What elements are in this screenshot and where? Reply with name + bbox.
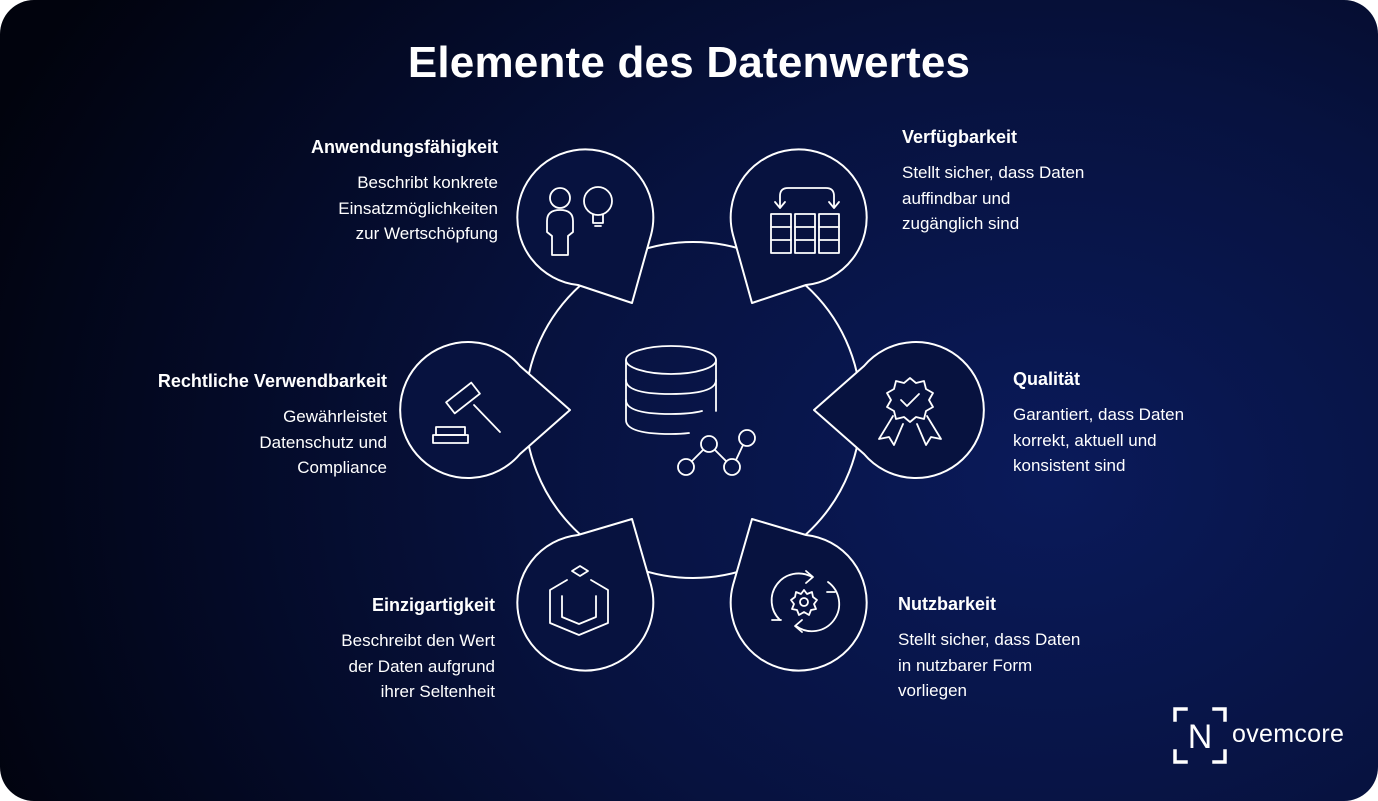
gear-cycle-icon — [770, 570, 841, 633]
element-description: Stellt sicher, dass Daten in nutzbarer F… — [898, 630, 1081, 700]
logo-letter: N — [1188, 718, 1213, 756]
petal-qualitaet — [813, 341, 985, 479]
element-rechtliche-verwendbarkeit: Rechtliche Verwendbarkeit Gewährleistet … — [120, 370, 387, 481]
person-lightbulb-icon — [546, 186, 613, 256]
gavel-icon — [432, 381, 501, 444]
petal-einzigartigkeit — [516, 518, 655, 672]
unique-cube-icon — [549, 565, 609, 636]
element-title: Qualität — [1013, 369, 1081, 389]
table-transfer-icon — [770, 187, 840, 254]
database-network-icon — [625, 345, 756, 476]
central-ring — [524, 241, 862, 579]
element-anwendungsfaehigkeit: Anwendungsfähigkeit Beschribt konkrete E… — [268, 136, 498, 247]
petal-nutzbarkeit — [729, 518, 868, 672]
element-description: Stellt sicher, dass Daten auffindbar und… — [902, 163, 1085, 233]
element-einzigartigkeit: Einzigartigkeit Beschreibt den Wert der … — [285, 594, 495, 705]
brand-logo: N — [1173, 707, 1227, 764]
element-title: Nutzbarkeit — [898, 594, 997, 614]
element-description: Beschreibt den Wert der Daten aufgrund i… — [341, 631, 495, 701]
element-verfuegbarkeit: Verfügbarkeit Stellt sicher, dass Daten … — [902, 126, 1142, 237]
element-description: Beschribt konkrete Einsatzmöglichkeiten … — [338, 173, 498, 243]
element-title: Verfügbarkeit — [902, 127, 1018, 147]
page-title: Elemente des Datenwertes — [407, 38, 971, 87]
element-description: Garantiert, dass Daten korrekt, aktuell … — [1013, 405, 1185, 475]
element-title: Einzigartigkeit — [371, 595, 495, 615]
petal-rechtliche-verwendbarkeit — [399, 341, 571, 479]
element-title: Anwendungsfähigkeit — [310, 137, 498, 157]
quality-badge-icon — [878, 377, 942, 446]
logo-text: ovemcore — [1232, 720, 1345, 748]
element-qualitaet: Qualität Garantiert, dass Daten korrekt,… — [1013, 368, 1243, 479]
element-description: Gewährleistet Datenschutz und Compliance — [259, 407, 387, 477]
element-title: Rechtliche Verwendbarkeit — [157, 371, 387, 391]
petal-anwendungsfaehigkeit — [516, 148, 655, 304]
element-nutzbarkeit: Nutzbarkeit Stellt sicher, dass Daten in… — [898, 593, 1138, 704]
